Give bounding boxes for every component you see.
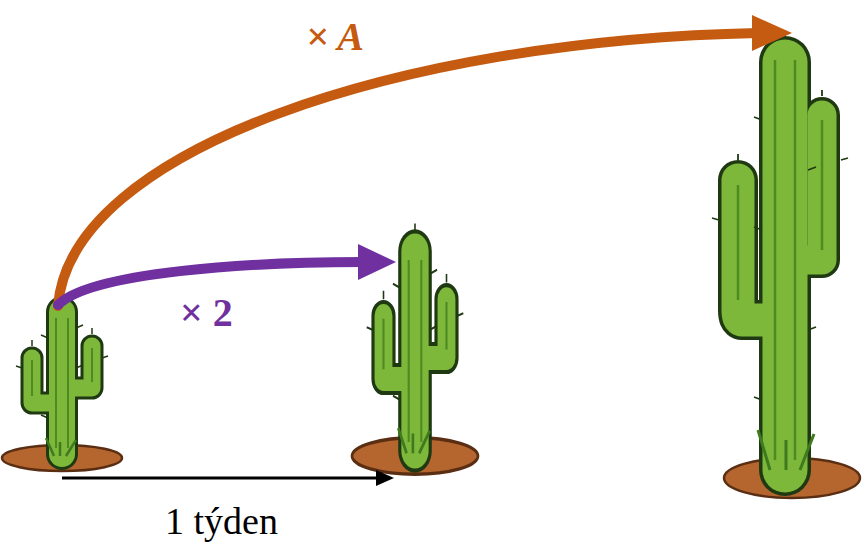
time-label: 1 týden	[165, 500, 278, 544]
growth-arrow-a	[58, 15, 792, 306]
factor-label: × A	[306, 14, 364, 60]
time-arrow	[62, 470, 394, 486]
small-cactus	[2, 292, 122, 471]
medium-cactus	[352, 224, 478, 475]
factor-label: × 2	[180, 290, 233, 336]
large-cactus	[712, 30, 860, 498]
